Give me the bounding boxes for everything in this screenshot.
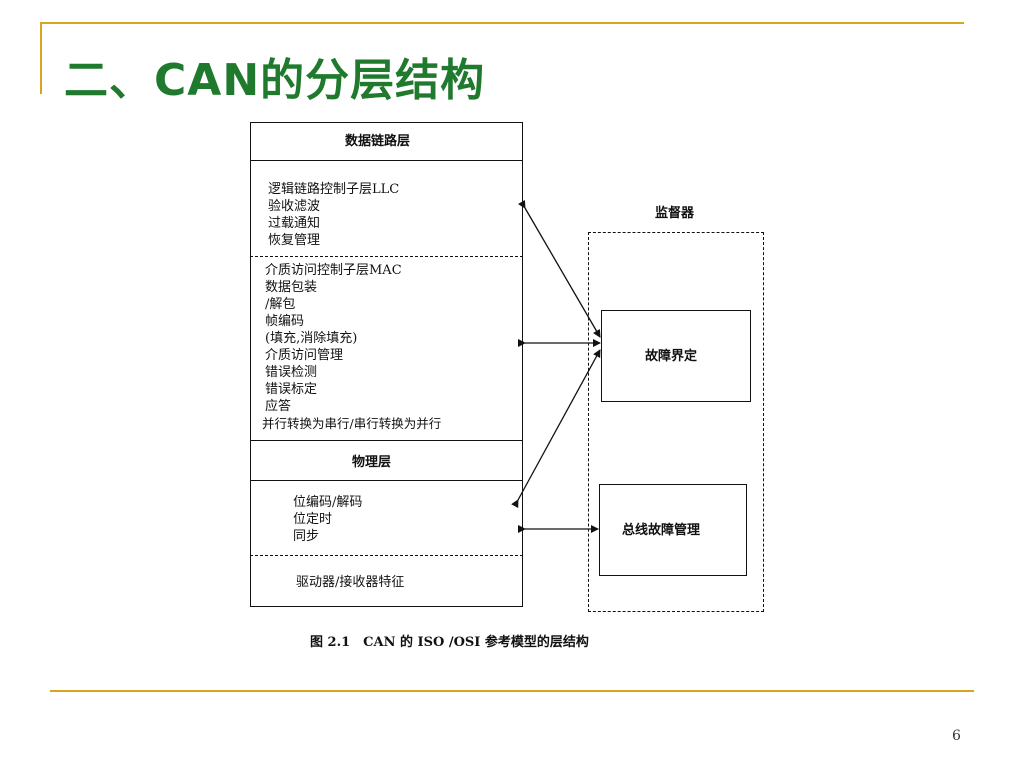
mac-line: 介质访问控制子层MAC [265, 263, 402, 278]
page-number: 6 [952, 728, 961, 744]
layer-stack [250, 122, 523, 607]
top-divider [40, 22, 964, 24]
mac-line: /解包 [265, 297, 296, 312]
bus-failure-management-box [599, 484, 747, 576]
divider-phy-driver [250, 555, 523, 556]
bottom-divider [50, 690, 974, 692]
llc-line: 过载通知 [268, 216, 321, 231]
figure-caption: 图 2.1 CAN 的 ISO /OSI 参考模型的层结构 [310, 635, 589, 650]
divider-mac-physical [250, 440, 523, 441]
mac-line: 错误标定 [265, 382, 318, 397]
fault-confinement-box [601, 310, 751, 402]
phy-line: 同步 [293, 529, 320, 544]
mac-line: (填充,消除填充) [265, 331, 358, 346]
title-accent-bar [40, 22, 42, 94]
llc-line: 验收滤波 [268, 199, 321, 214]
phy-line: 位编码/解码 [293, 495, 363, 510]
arrow-llc-to-fault [518, 199, 601, 338]
supervisor-label: 监督器 [655, 206, 695, 221]
data-link-layer-header: 数据链路层 [345, 134, 411, 149]
mac-line: 介质访问管理 [265, 348, 344, 363]
mac-line: 数据包装 [265, 280, 318, 295]
fault-confinement-label: 故障界定 [645, 349, 698, 364]
llc-line: 逻辑链路控制子层LLC [268, 182, 400, 197]
physical-layer-header: 物理层 [352, 455, 392, 470]
mac-line: 并行转换为串行/串行转换为并行 [262, 416, 442, 431]
mac-line: 应答 [265, 399, 292, 414]
llc-line: 恢复管理 [268, 233, 321, 248]
mac-line: 帧编码 [265, 314, 305, 329]
divider-physical-header [250, 480, 523, 481]
phy-line: 位定时 [293, 512, 333, 527]
mac-line: 错误检测 [265, 365, 318, 380]
divider-header [250, 160, 523, 161]
arrow-physical-to-fault [511, 349, 601, 509]
divider-llc-mac [250, 256, 523, 257]
bus-failure-management-label: 总线故障管理 [622, 523, 701, 538]
driver-receiver-characteristics: 驱动器/接收器特征 [296, 575, 405, 590]
slide-title: 二、CAN的分层结构 [64, 55, 486, 106]
